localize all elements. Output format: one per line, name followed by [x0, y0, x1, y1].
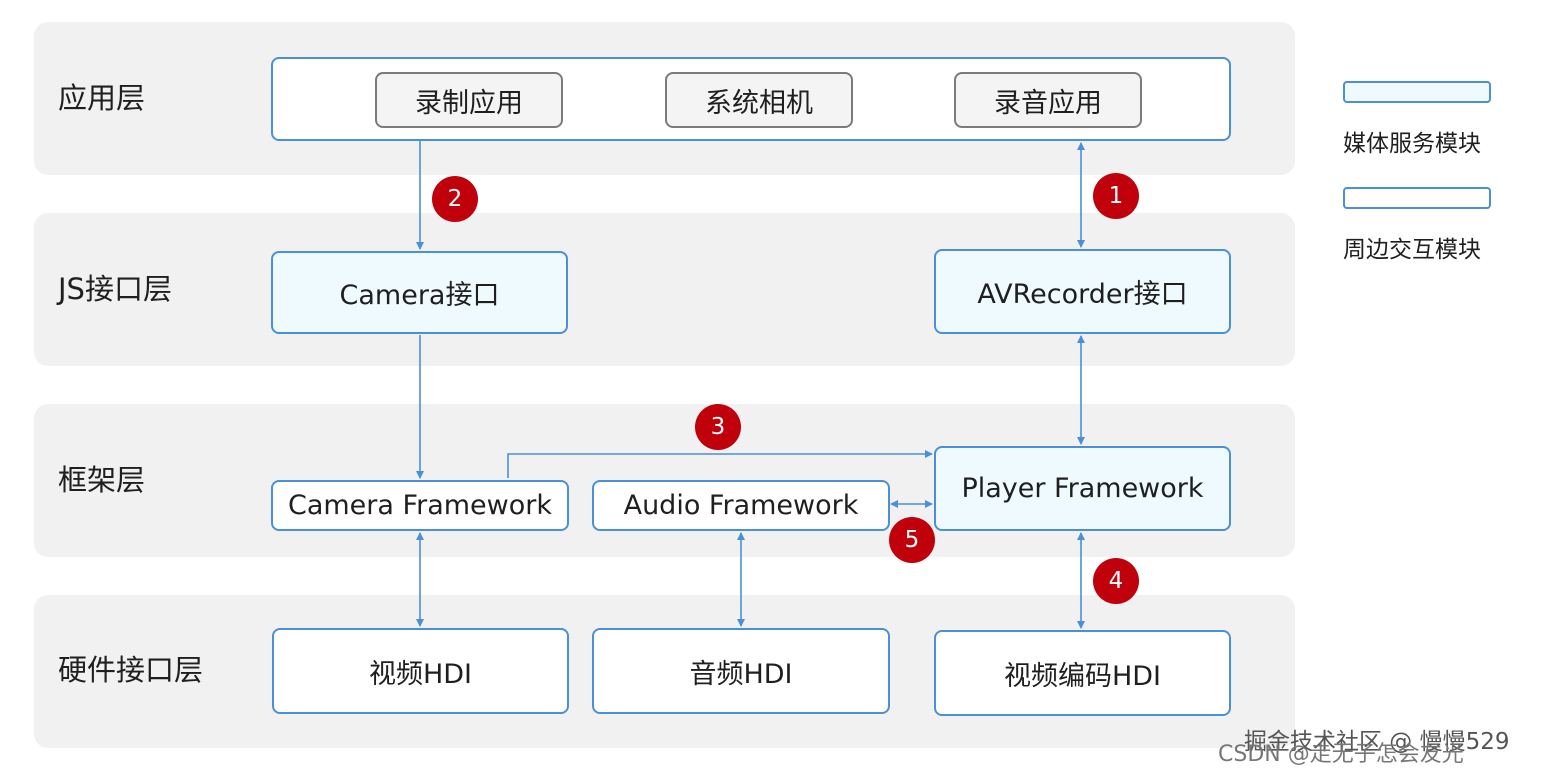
step-badge-4: 4 [1093, 558, 1139, 604]
legend-media-swatch [1343, 81, 1491, 103]
step-badge-2: 2 [432, 176, 478, 222]
audio-recording-app[interactable]: 录音应用 [954, 72, 1142, 128]
avrecorder-interface-box[interactable]: AVRecorder接口 [934, 249, 1231, 334]
framework-layer-label: 框架层 [58, 463, 146, 497]
recording-app[interactable]: 录制应用 [375, 72, 563, 128]
video-hdi-box[interactable]: 视频HDI [272, 628, 569, 714]
watermark-juejin: 掘金技术社区 @ 慢慢529 [1244, 729, 1510, 755]
legend-peripheral-label: 周边交互模块 [1343, 237, 1481, 263]
system-camera-app[interactable]: 系统相机 [665, 72, 853, 128]
watermark-csdn: CSDN @走无子怎会友光 [1218, 742, 1464, 767]
camera-framework-box[interactable]: Camera Framework [271, 480, 569, 531]
audio-hdi-box[interactable]: 音频HDI [592, 628, 890, 714]
hw-layer-label: 硬件接口层 [58, 653, 204, 687]
js-layer-label: JS接口层 [58, 272, 172, 306]
legend-peripheral-swatch [1343, 187, 1491, 209]
app-layer-label: 应用层 [58, 81, 146, 115]
arrow-camera-to-player [507, 450, 933, 478]
step-badge-5: 5 [889, 517, 935, 563]
legend-media-label: 媒体服务模块 [1343, 131, 1481, 157]
audio-framework-box[interactable]: Audio Framework [592, 480, 890, 531]
video-codec-hdi-box[interactable]: 视频编码HDI [934, 630, 1231, 716]
step-badge-1: 1 [1093, 173, 1139, 219]
player-framework-box[interactable]: Player Framework [934, 446, 1231, 531]
step-badge-3: 3 [695, 404, 741, 450]
camera-interface-box[interactable]: Camera接口 [271, 251, 568, 334]
